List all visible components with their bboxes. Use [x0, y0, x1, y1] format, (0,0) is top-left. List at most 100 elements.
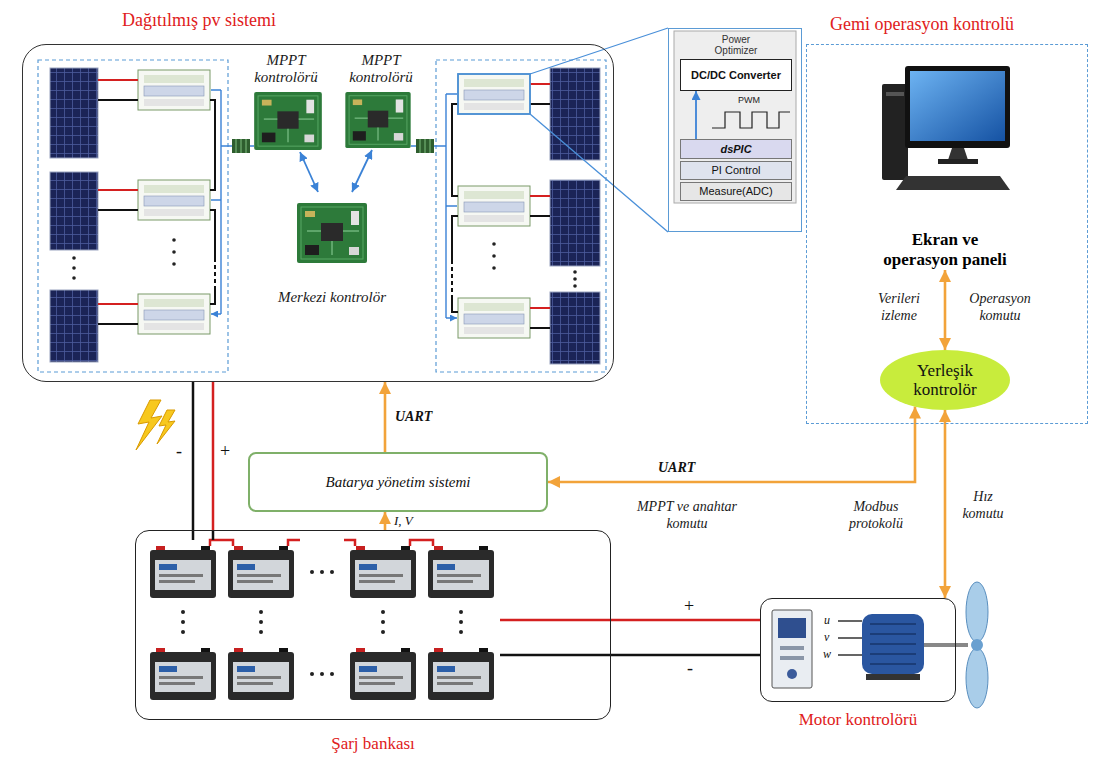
- signal-name: PWM: [738, 95, 760, 105]
- pv-string-group: [436, 60, 606, 372]
- arrow-note: Operasyon komutu: [954, 290, 1046, 324]
- ellipsis-dots: [259, 620, 263, 624]
- ellipsis-dots: [181, 610, 185, 614]
- control-signal-line: [221, 90, 254, 314]
- power-optimizer: [138, 70, 210, 110]
- ellipse-shape: [880, 350, 1010, 410]
- ellipsis-dots: [459, 620, 463, 624]
- zoom-callout: [458, 28, 668, 232]
- motor-drive: [870, 624, 916, 664]
- pv-system-frame-border: [22, 44, 614, 382]
- ellipsis-dots: [330, 672, 334, 676]
- optimizer-inset: [668, 28, 802, 232]
- ellipsis-dots: [72, 266, 76, 270]
- battery: [428, 648, 494, 700]
- motor-controller-frame-border: [760, 598, 956, 702]
- motor-drive: [780, 656, 804, 660]
- phase-name: w: [823, 648, 831, 661]
- component-label: MPPT kontrolörü: [246, 52, 326, 86]
- data-arrow: [300, 152, 318, 192]
- motor-drive: [787, 669, 797, 679]
- solar-panel: [50, 172, 98, 250]
- ellipsis-dots: [381, 610, 385, 614]
- solar-panel: [50, 68, 98, 158]
- computer-icon: [938, 159, 978, 164]
- battery: [150, 648, 216, 700]
- power-optimizer: [458, 186, 530, 226]
- phase-name: u: [824, 614, 830, 627]
- panel-wire: [530, 84, 550, 308]
- ellipsis-dots: [181, 620, 185, 624]
- controller-board: [297, 203, 367, 263]
- phase-name: v: [824, 631, 829, 644]
- control-signal-line: [211, 90, 457, 318]
- ellipsis-dots: [381, 620, 385, 624]
- group-heading: Motor kontrolörü: [760, 710, 956, 730]
- ellipse-label: Yerleşik kontrolör: [897, 361, 993, 399]
- signal-arrow: [944, 410, 947, 598]
- battery-wire: [210, 540, 433, 546]
- data-arrow: [695, 91, 697, 139]
- panel-wire: [451, 260, 453, 296]
- power-wire: [192, 382, 195, 530]
- panel-wire: [98, 100, 138, 324]
- power-optimizer: [138, 294, 210, 334]
- battery: [228, 648, 294, 700]
- power-wire: [611, 654, 760, 657]
- group-heading: Şarj bankası: [135, 734, 611, 754]
- motor-drive: [971, 639, 983, 651]
- optimizer-inset: Power OptimizerDC/DC ConverterdsPICPI Co…: [668, 28, 802, 232]
- battery-wire: [500, 619, 611, 622]
- polarity-sign: -: [687, 659, 693, 677]
- computer-icon: [882, 66, 1010, 190]
- motor-drive: [866, 674, 920, 680]
- battery: [350, 546, 416, 598]
- battery-wire: [193, 530, 213, 540]
- box-label: PI Control: [712, 164, 761, 177]
- power-optimizer: [458, 298, 530, 338]
- battery: [350, 648, 416, 700]
- power-wire: [611, 620, 760, 655]
- computer-panel: Ekran ve operasyon paneli: [860, 62, 1030, 270]
- power-wire: [611, 619, 760, 622]
- battery: [150, 546, 216, 598]
- ellipsis-dots: [320, 672, 324, 676]
- lightning-symbol: [136, 400, 175, 450]
- ellipsis-dots: [492, 242, 496, 246]
- motor-drive: [838, 621, 862, 655]
- ellipsis-dots: [181, 630, 185, 634]
- data-arrow: [352, 150, 372, 192]
- ellipsis-dots: [72, 256, 76, 260]
- zoom-callout: [530, 28, 668, 232]
- lightning-symbol: [157, 410, 175, 444]
- signal-arrow: [944, 270, 947, 350]
- zoom-callout: [458, 74, 530, 114]
- arrow-note: Hız komutu: [955, 488, 1011, 522]
- battery-wire: [193, 530, 611, 655]
- optimizer-inset: [712, 112, 790, 128]
- power-optimizer: [458, 74, 530, 114]
- computer-icon: [896, 176, 1010, 190]
- motor-drive: [924, 643, 968, 647]
- pv-string-group: [38, 60, 606, 372]
- optimizer-inset: [674, 31, 796, 203]
- computer-icon: [905, 66, 1010, 148]
- power-optimizer: [138, 70, 530, 338]
- motor-drive: [780, 646, 804, 650]
- computer-icon: [948, 148, 968, 160]
- power-wire: [193, 382, 213, 530]
- control-signal-line: [446, 94, 457, 318]
- ellipsis-dots: [172, 238, 176, 242]
- component-label: Merkezi kontrolör: [262, 289, 402, 306]
- computer-icon: [882, 84, 908, 180]
- battery-wire: [500, 654, 611, 657]
- edge-label: UART: [393, 408, 434, 425]
- ellipsis-dots: [310, 570, 314, 574]
- signal-arrow: [384, 382, 387, 452]
- panel-wire: [452, 104, 458, 312]
- box-label: DC/DC Converter: [691, 69, 781, 82]
- group-heading: Gemi operasyon kontrolü: [830, 14, 1014, 35]
- pv-system-frame: Dağıtılmış pv sistemiMPPT kontrolörüMPPT…: [22, 8, 614, 382]
- component-label: MPPT kontrolörü: [341, 52, 421, 86]
- ellipsis-dots: [259, 630, 263, 634]
